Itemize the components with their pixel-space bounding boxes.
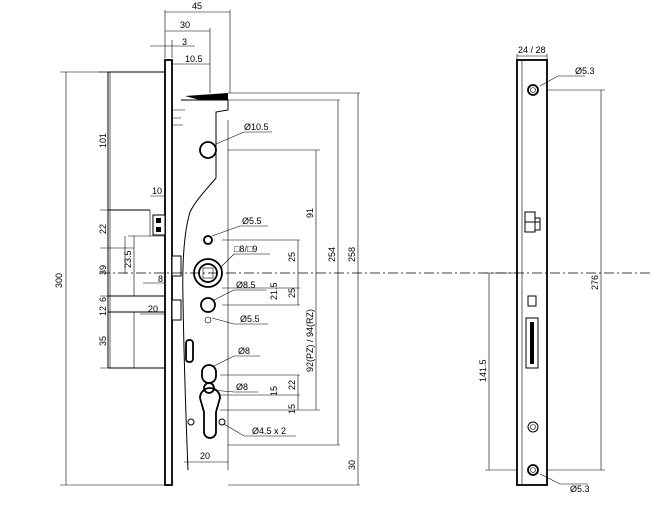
label-phi-5-5-b: Ø5.5 — [240, 314, 260, 324]
small-slot — [527, 295, 537, 307]
dim-23-5: 23.5 — [123, 250, 133, 268]
screw-hole-mid — [527, 421, 539, 433]
slot-left — [185, 339, 194, 363]
dim-258: 258 — [347, 247, 357, 262]
hole-10-5 — [199, 141, 217, 159]
screw-hole-top — [527, 84, 539, 96]
dim-30: 30 — [180, 20, 190, 30]
dim-20-a: 20 — [148, 304, 158, 314]
cylinder-profile — [199, 387, 221, 439]
dim-25-b: 25 — [287, 288, 297, 298]
dim-24-28: 24 / 28 — [518, 45, 546, 55]
dim-92-94: 92(PZ) / 94(RZ) — [305, 309, 315, 372]
label-phi-4-5x2: Ø4.5 x 2 — [252, 426, 286, 436]
bolt-small — [171, 255, 182, 277]
dim-10: 10 — [152, 186, 162, 196]
dim-8: 8 — [158, 274, 163, 284]
case-inner-lines — [128, 210, 165, 368]
slot-8 — [201, 364, 217, 384]
latch-detail — [156, 218, 161, 223]
dim-10-5: 10.5 — [185, 54, 203, 64]
hole-4-5-left — [187, 418, 195, 426]
latch-detail-2 — [156, 227, 161, 232]
faceplate-front — [516, 59, 548, 486]
bolt-small-2 — [171, 299, 182, 321]
label-phi-8-a: Ø8 — [238, 346, 250, 356]
dim-101: 101 — [98, 133, 108, 148]
label-phi-8-b: Ø8 — [236, 382, 248, 392]
hole-5-5-bottom — [204, 316, 212, 324]
rail-profile — [181, 99, 229, 471]
lock-side-view — [100, 59, 653, 486]
dim-45: 45 — [192, 1, 202, 11]
label-phi-5-5-a: Ø5.5 — [242, 216, 262, 226]
dim-12: 12 — [98, 306, 108, 316]
dim-21-5: 21.5 — [269, 282, 279, 300]
label-sq-8-9: □8/□9 — [234, 244, 257, 254]
dim-300: 300 — [54, 273, 64, 288]
hole-4-5-right — [218, 418, 226, 426]
dim-35: 35 — [98, 336, 108, 346]
label-phi-10-5: Ø10.5 — [244, 122, 269, 132]
dim-3: 3 — [182, 37, 187, 47]
label-phi-5-3-b: Ø5.3 — [570, 484, 590, 494]
dimension-lines — [60, 10, 360, 486]
dim-22-b: 22 — [287, 380, 297, 390]
rail-profile-inner — [172, 109, 229, 470]
hole-8-5 — [200, 297, 216, 313]
label-phi-5-3-a: Ø5.3 — [575, 66, 595, 76]
screw-hole-bottom — [527, 464, 539, 476]
dim-22-a: 22 — [98, 224, 108, 234]
label-phi-8-5: Ø8.5 — [236, 280, 256, 290]
dim-254: 254 — [327, 247, 337, 262]
dim-30-b: 30 — [347, 460, 357, 470]
dim-141-5: 141.5 — [478, 359, 488, 382]
faceplate-front-view — [485, 54, 605, 486]
dim-15-b: 15 — [287, 404, 297, 414]
dimension-texts: 45 30 3 10.5 10 8 20 20 101 22 23.5 39 3… — [54, 1, 600, 494]
dim-15-a: 15 — [269, 386, 279, 396]
dim-20-b: 20 — [200, 451, 210, 461]
dim-6: 6 — [98, 297, 108, 302]
dim-25-a: 25 — [287, 252, 297, 262]
dim-91: 91 — [305, 208, 315, 218]
top-hook — [185, 93, 228, 100]
dim-276: 276 — [590, 275, 600, 290]
dim-39: 39 — [98, 265, 108, 275]
faceplate — [164, 59, 173, 486]
hole-5-5-top — [203, 235, 213, 245]
